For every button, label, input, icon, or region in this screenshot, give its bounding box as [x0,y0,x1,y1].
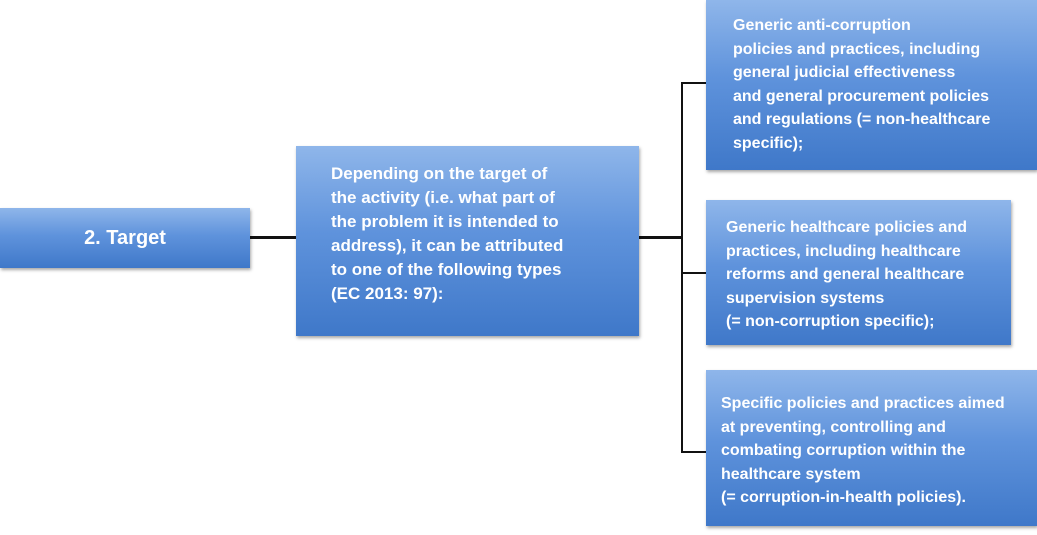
bracket-branch-top [681,82,706,84]
main-description-box: Depending on the target of the activity … [296,146,639,336]
type-box-healthcare: Generic healthcare policies and practice… [706,200,1011,345]
connector-target-to-main [250,236,296,239]
type-text-corruption-in-health: Specific policies and practices aimed at… [721,395,1005,506]
type-text-anti-corruption: Generic anti-corruption policies and pra… [733,17,991,152]
type-box-corruption-in-health: Specific policies and practices aimed at… [706,370,1037,526]
type-box-anti-corruption: Generic anti-corruption policies and pra… [706,0,1037,170]
bracket-branch-middle [681,272,706,274]
target-label: 2. Target [84,226,166,249]
target-box: 2. Target [0,208,250,268]
bracket-branch-bottom [681,451,706,453]
bracket-vertical-line [681,82,683,453]
main-description-text: Depending on the target of the activity … [331,164,564,303]
connector-main-to-bracket [639,236,683,239]
type-text-healthcare: Generic healthcare policies and practice… [726,219,967,330]
